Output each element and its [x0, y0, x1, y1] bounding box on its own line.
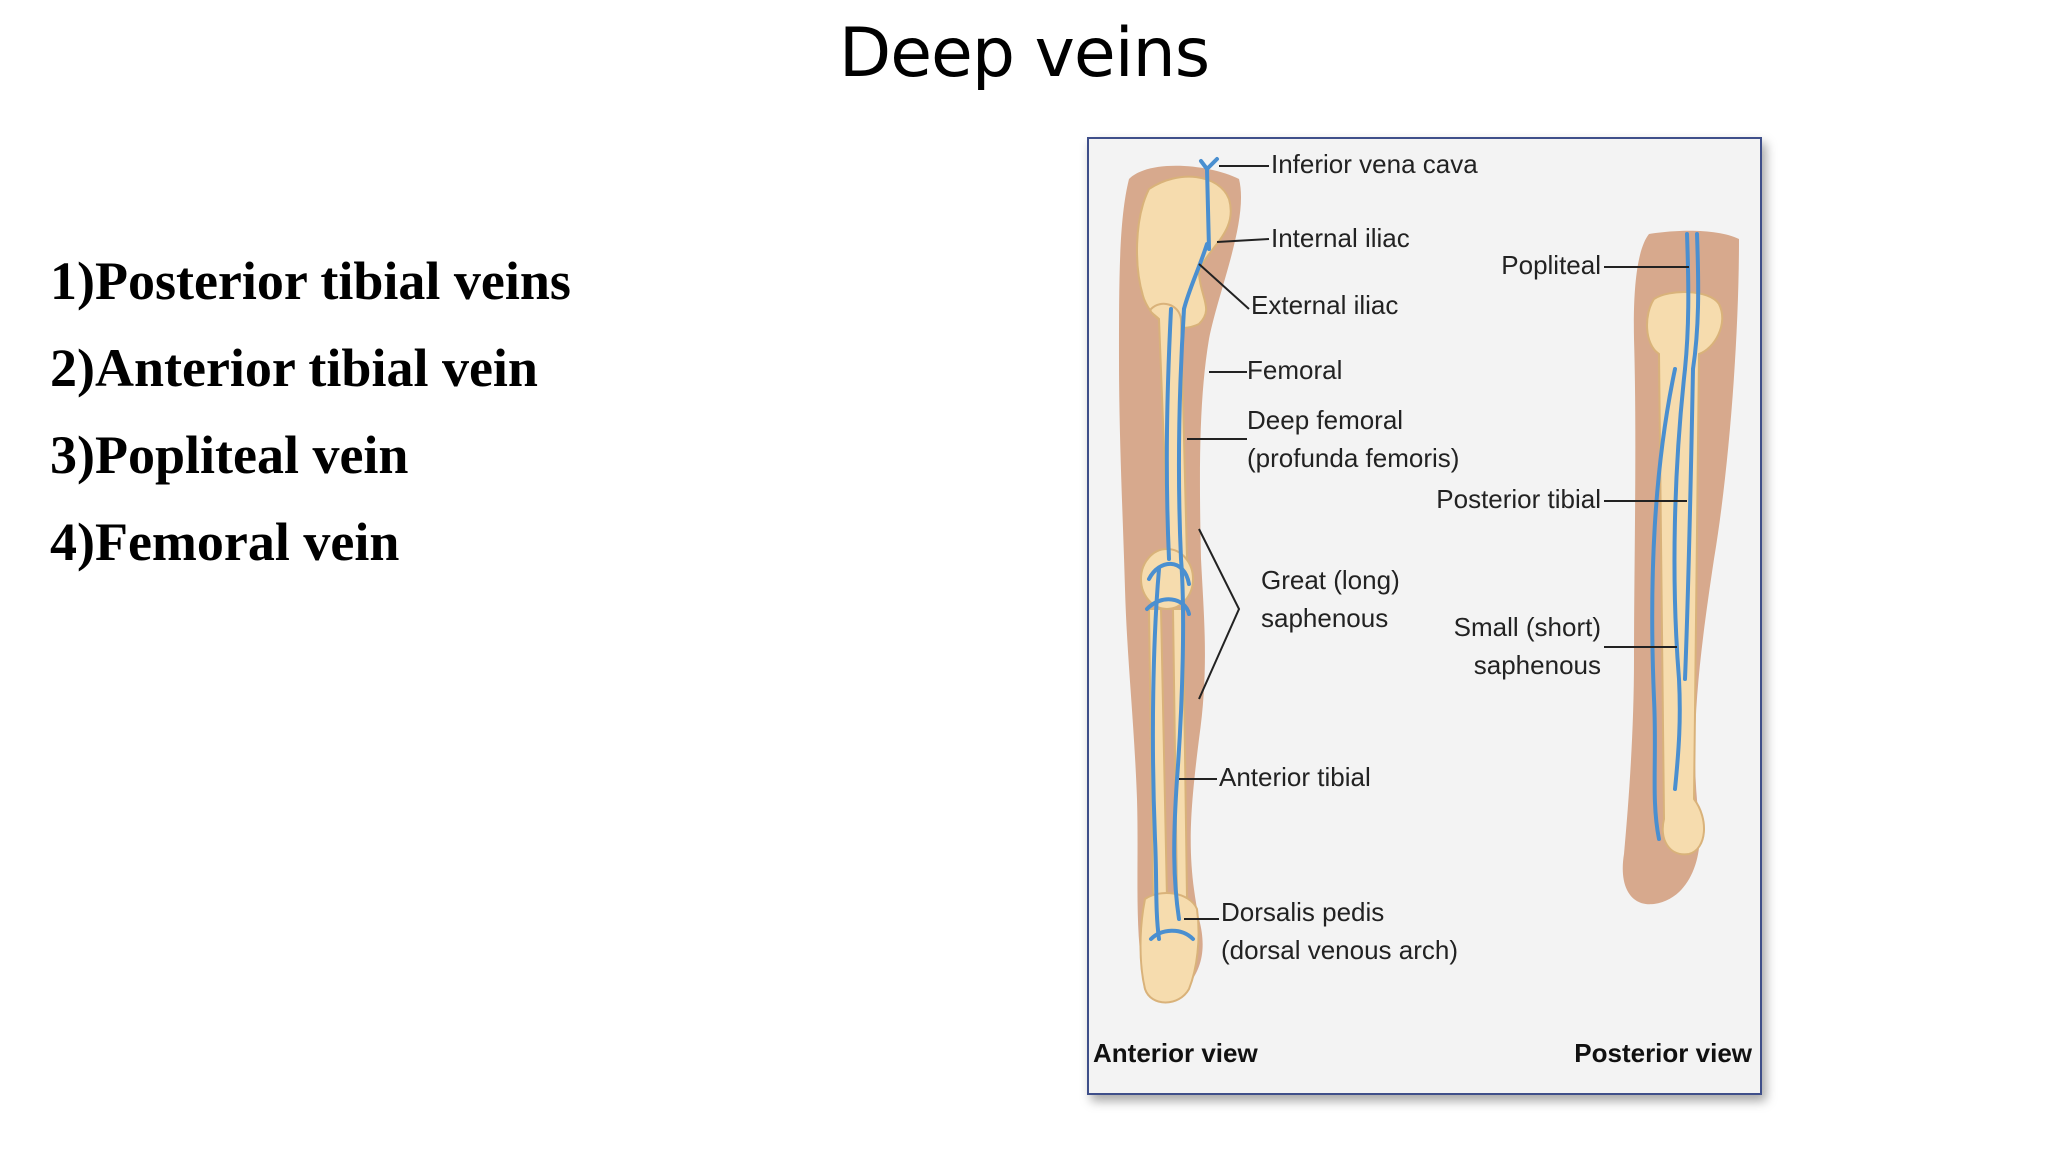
label-inferior-vena-cava: Inferior vena cava — [1271, 149, 1478, 179]
posterior-veins — [1650, 232, 1701, 841]
leader-lines — [1179, 165, 1689, 920]
label-saphenous: saphenous — [1261, 603, 1388, 633]
label-deep-femoral: Deep femoral — [1247, 405, 1403, 435]
label-external-iliac: External iliac — [1251, 290, 1398, 320]
label-dorsalis-pedis: Dorsalis pedis — [1221, 897, 1384, 927]
list-item: 2)Anterior tibial vein — [50, 338, 538, 398]
anterior-view-caption: Anterior view — [1093, 1038, 1258, 1068]
label-posterior-tibial: Posterior tibial — [1436, 484, 1601, 514]
list-item: 1)Posterior tibial veins — [50, 251, 571, 311]
label-internal-iliac: Internal iliac — [1271, 223, 1410, 253]
anterior-veins — [1145, 157, 1219, 941]
label-dorsal-venous-arch: (dorsal venous arch) — [1221, 935, 1458, 965]
label-femoral: Femoral — [1247, 355, 1342, 385]
label-profunda-femoris: (profunda femoris) — [1247, 443, 1459, 473]
posterior-view-caption: Posterior view — [1574, 1038, 1753, 1068]
label-popliteal: Popliteal — [1501, 250, 1601, 280]
label-great-saphenous: Great (long) — [1261, 565, 1400, 595]
list-item: 4)Femoral vein — [50, 512, 400, 572]
leg-veins-figure: Inferior vena cava Internal iliac Extern… — [1087, 137, 1762, 1095]
leg-veins-illustration: Inferior vena cava Internal iliac Extern… — [1093, 149, 1753, 1068]
deep-vein-list: 1)Posterior tibial veins 2)Anterior tibi… — [50, 250, 571, 598]
slide-title: Deep veins — [838, 14, 1210, 93]
list-item: 3)Popliteal vein — [50, 425, 409, 485]
label-small-saphenous: Small (short) — [1454, 612, 1601, 642]
foot-bones — [1139, 892, 1200, 1004]
label-anterior-tibial: Anterior tibial — [1219, 762, 1371, 792]
label-small-saphenous-2: saphenous — [1474, 650, 1601, 680]
